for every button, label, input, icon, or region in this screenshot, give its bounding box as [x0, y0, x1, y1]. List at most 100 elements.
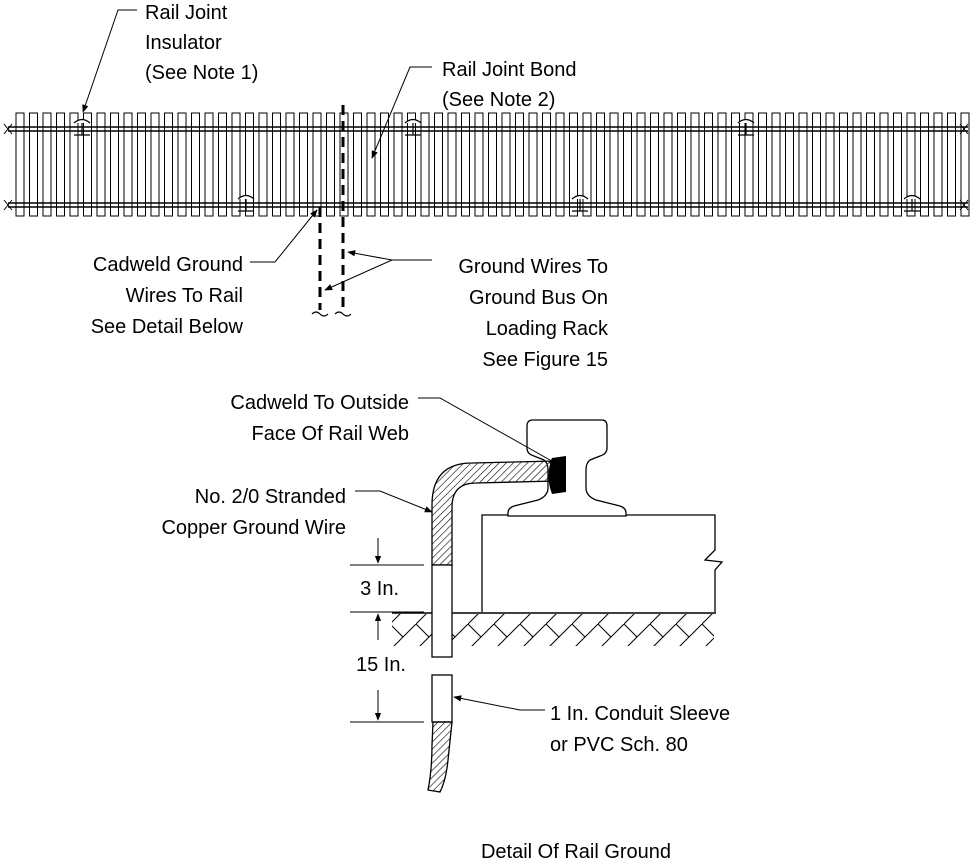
rail-tie — [96, 112, 106, 217]
label-conduit-1: 1 In. Conduit Sleeve — [550, 703, 730, 725]
rail-tie — [866, 112, 875, 217]
leader-ground-wires-to-bus — [347, 250, 432, 261]
label-rail-joint-bond-1: Rail Joint Bond — [442, 59, 577, 81]
rail-tie — [191, 112, 200, 217]
top-leaders — [82, 9, 432, 291]
rail-tie — [299, 112, 308, 217]
leader-stranded-copper-wire — [355, 490, 433, 513]
rail-ground-detail — [350, 397, 724, 793]
rail-tie — [744, 112, 754, 217]
stranded-copper-wire — [431, 460, 557, 566]
rail-tie — [137, 112, 146, 217]
rail-tie — [488, 112, 497, 217]
detail-leaders — [355, 397, 558, 711]
label-ground-wires-3: Loading Rack — [486, 318, 609, 340]
rail-tie — [812, 112, 821, 217]
rail-tie — [717, 112, 727, 217]
rail-tie — [393, 112, 403, 217]
rail-tie — [29, 112, 38, 217]
stranded-wire-lower — [427, 721, 453, 793]
rail-tie — [825, 112, 835, 217]
rail-tie — [312, 112, 322, 217]
rail-tie — [461, 112, 470, 217]
caption: Detail Of Rail Ground — [481, 841, 671, 860]
rail-tie — [947, 112, 956, 217]
rail-tie — [906, 112, 916, 217]
rail-tie — [623, 112, 632, 217]
rail-tie — [690, 112, 700, 217]
rail-tie — [677, 112, 686, 217]
rail-tie — [596, 112, 605, 217]
rail-tie — [879, 112, 889, 217]
rail-tie — [177, 112, 187, 217]
label-rail-joint-insulator-3: (See Note 1) — [145, 62, 258, 84]
label-cadweld-ground-2: Wires To Rail — [126, 285, 243, 307]
rail-profile — [507, 419, 627, 517]
rail-tie — [380, 112, 389, 217]
leader-cadweld-ground-wires — [250, 209, 318, 263]
rail-tie — [164, 112, 173, 217]
label-cadweld-outside-2: Face Of Rail Web — [252, 423, 409, 445]
rail-tie — [609, 112, 619, 217]
rail-tie — [798, 112, 808, 217]
leader-rail-joint-bond — [371, 66, 432, 159]
rail-tie — [758, 112, 767, 217]
rail-tie — [407, 112, 416, 217]
rail-tie — [353, 112, 362, 217]
rail-joint-marks — [73, 118, 921, 212]
label-cadweld-ground-3: See Detail Below — [91, 316, 244, 338]
label-cadweld-outside-1: Cadweld To Outside — [230, 392, 409, 414]
rail-end-marks — [3, 123, 969, 211]
rail-ties — [15, 112, 970, 217]
rail-tie — [231, 112, 241, 217]
rail-tie — [447, 112, 457, 217]
rail-tie — [771, 112, 781, 217]
leader-rail-joint-insulator — [82, 9, 137, 113]
rail-tie — [83, 112, 92, 217]
rail-tie — [272, 112, 281, 217]
track-plan-view — [3, 105, 970, 317]
rail-tie — [123, 112, 133, 217]
leader-conduit-sleeve — [453, 695, 545, 711]
label-dim-3in: 3 In. — [360, 578, 399, 600]
rail-tie — [56, 112, 65, 217]
rail-tie — [434, 112, 443, 217]
rail-tie — [636, 112, 646, 217]
label-conduit-2: or PVC Sch. 80 — [550, 734, 688, 756]
rail-tie — [704, 112, 713, 217]
rail-tie — [555, 112, 565, 217]
rail-tie — [150, 112, 160, 217]
rail-tie — [785, 112, 794, 217]
rail-tie — [528, 112, 538, 217]
rail-tie — [15, 112, 25, 217]
label-dim-15in: 15 In. — [356, 654, 406, 676]
rail-tie — [245, 112, 254, 217]
rail-tie — [542, 112, 551, 217]
tie-section — [481, 514, 724, 612]
dimension-lines — [350, 538, 424, 723]
rail-tie — [366, 112, 376, 217]
label-copper-wire-2: Copper Ground Wire — [161, 517, 346, 539]
label-copper-wire-1: No. 2/0 Stranded — [195, 486, 346, 508]
rail-tie — [326, 112, 335, 217]
rail-tie — [650, 112, 659, 217]
label-rail-joint-insulator-2: Insulator — [145, 32, 222, 54]
rail-tie — [501, 112, 511, 217]
rail-tie — [920, 112, 929, 217]
label-cadweld-ground-1: Cadweld Ground — [93, 254, 243, 276]
rail-tie — [893, 112, 902, 217]
rail-tie — [420, 112, 430, 217]
label-ground-wires-1: Ground Wires To — [458, 256, 608, 278]
rail-tie — [569, 112, 578, 217]
rail-tie — [110, 112, 119, 217]
rail-tie — [960, 112, 970, 217]
leader-cadweld-outside-face — [418, 397, 558, 465]
label-ground-wires-4: See Figure 15 — [482, 349, 608, 371]
wire-break-symbol — [311, 311, 352, 317]
rail-tie — [474, 112, 484, 217]
label-rail-joint-insulator-1: Rail Joint — [145, 2, 228, 24]
leader-ground-wires-to-bus-2 — [324, 259, 393, 291]
rail-tie — [204, 112, 214, 217]
